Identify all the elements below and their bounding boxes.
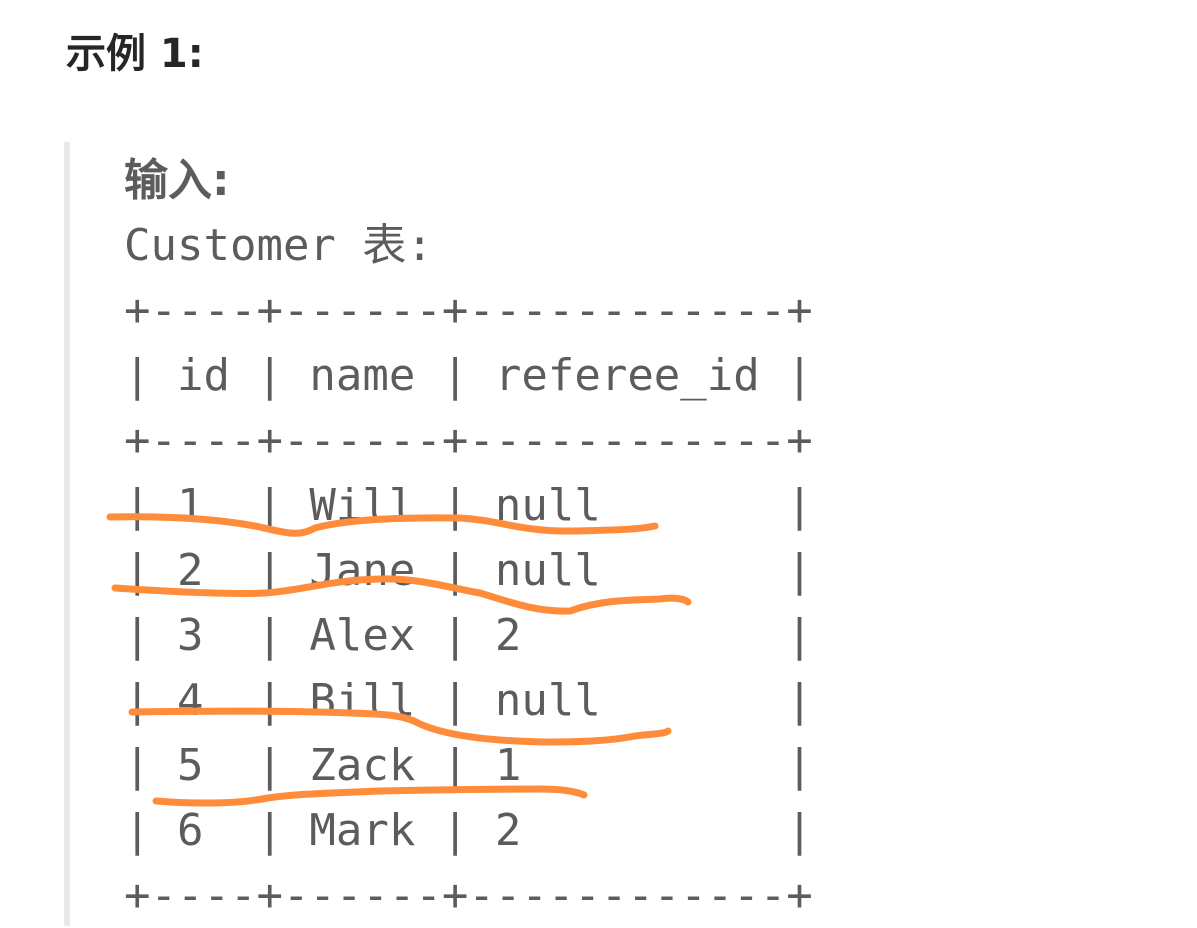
table-row: | 3 | Alex | 2 |	[124, 610, 813, 661]
table-border-top: +----+------+------------+	[124, 285, 813, 336]
table-row: | 5 | Zack | 1 |	[124, 740, 813, 791]
table-row: | 2 | Jane | null |	[124, 545, 813, 596]
example-code-block: 输入: Customer 表: +----+------+------------+…	[124, 148, 813, 928]
table-border-bottom: +----+------+------------+	[124, 870, 813, 921]
table-row: | 1 | Will | null |	[124, 480, 813, 531]
example-blockquote	[64, 142, 1070, 926]
input-label: 输入:	[124, 155, 230, 206]
table-header-row: | id | name | referee_id |	[124, 350, 813, 401]
table-row: | 6 | Mark | 2 |	[124, 805, 813, 856]
table-caption: Customer 表:	[124, 220, 433, 271]
table-row: | 4 | Bill | null |	[124, 675, 813, 726]
table-border-header: +----+------+------------+	[124, 415, 813, 466]
example-heading: 示例 1:	[66, 31, 204, 77]
